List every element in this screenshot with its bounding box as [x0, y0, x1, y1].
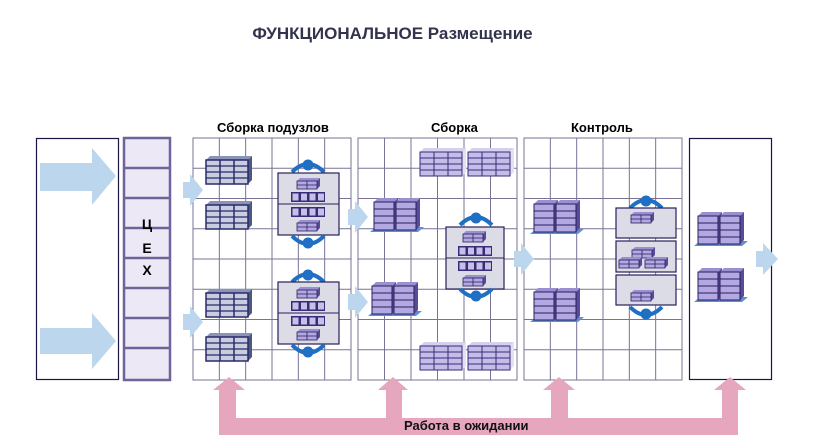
- machine-control: [615, 193, 677, 322]
- machine-subassembly-bottom: [277, 267, 340, 360]
- flow-arrow: [183, 174, 203, 206]
- flow-arrow: [348, 286, 368, 318]
- pallet-crates: [693, 211, 749, 247]
- pallet-crates: [369, 197, 425, 233]
- input-arrow-top: [40, 148, 116, 205]
- section-label-assembly: Сборка: [431, 120, 478, 135]
- workshop-column: [122, 136, 172, 382]
- page-title: ФУНКЦИОНАЛЬНОЕ Размещение: [252, 24, 533, 43]
- pallet-crates: [693, 267, 749, 303]
- flow-arrow: [183, 306, 203, 338]
- crate-stack: [205, 332, 253, 362]
- crate-stack: [419, 341, 467, 371]
- pallet-crates: [367, 281, 423, 317]
- crate-stack: [467, 341, 515, 371]
- waiting-work-arrow: [213, 377, 746, 435]
- section-label-control: Контроль: [571, 120, 633, 135]
- pallet-crates: [529, 199, 585, 235]
- section-label-subassembly: Сборка подузлов: [217, 120, 329, 135]
- pallet-crates: [529, 287, 585, 323]
- flow-arrow: [514, 243, 534, 275]
- crate-stack: [467, 147, 515, 177]
- workshop-letter: Х: [142, 262, 152, 278]
- workshop-letter: Е: [142, 240, 152, 256]
- machine-subassembly-top: [277, 157, 340, 251]
- crate-stack: [205, 288, 253, 318]
- waiting-work-label: Работа в ожидании: [404, 418, 529, 433]
- input-arrow-bottom: [40, 313, 116, 369]
- machine-assembly: [445, 210, 505, 304]
- output-arrow: [756, 243, 778, 275]
- workshop-letter: Ц: [141, 216, 153, 232]
- crate-stack: [205, 200, 253, 230]
- crate-stack: [205, 155, 253, 185]
- crate-stack: [419, 147, 467, 177]
- flow-arrow: [348, 201, 368, 233]
